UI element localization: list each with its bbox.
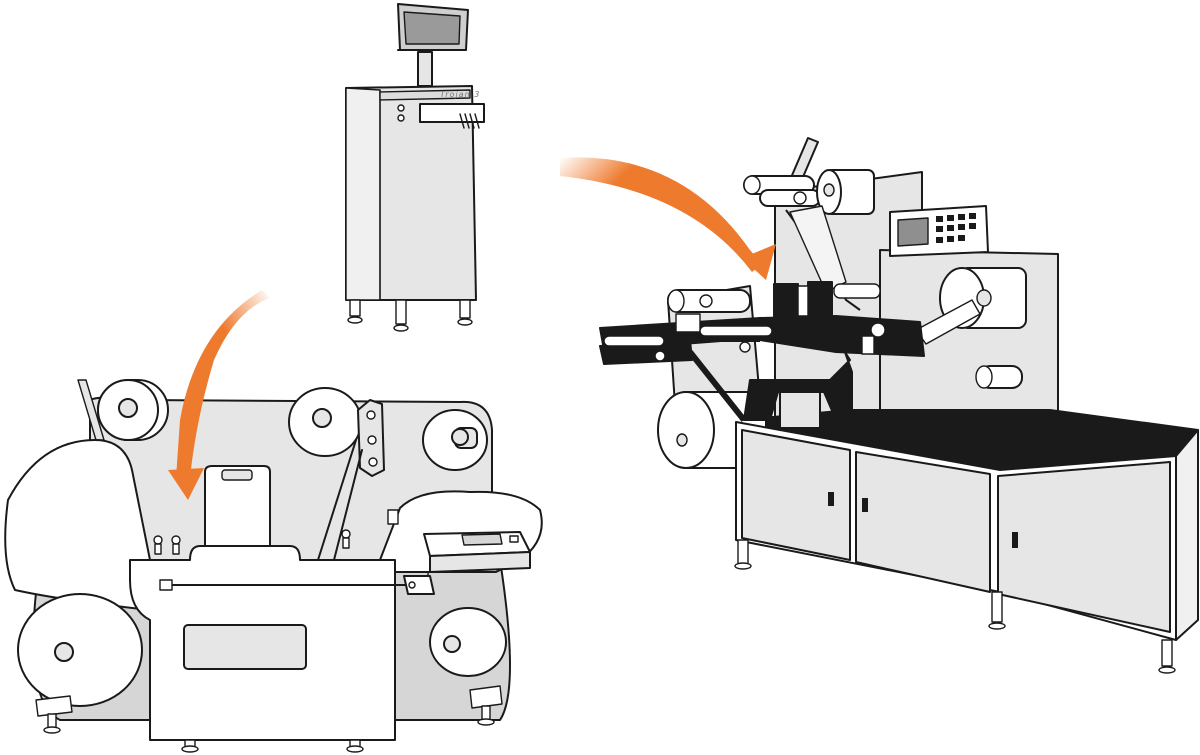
controller-cabinet: Trojan 3 [345, 3, 485, 332]
central-upright-plate [204, 465, 271, 561]
roll-lower-right [429, 607, 507, 677]
top-right-roll [816, 169, 875, 215]
monitor [397, 3, 469, 51]
roll-top-middle [288, 387, 362, 457]
curved-arrow-down-left-icon [168, 290, 270, 500]
right-machine [599, 137, 1199, 674]
top-roller-arm [743, 137, 821, 207]
roll-top-right [422, 409, 488, 471]
right-base-cabinet [735, 421, 1199, 641]
right-lower-spindle [975, 365, 1023, 389]
cabinet-drawer [419, 103, 485, 123]
cabinet-door-1 [741, 429, 851, 561]
curved-arrow-down-right-icon [560, 157, 776, 280]
valve-fittings [153, 529, 351, 555]
monitor-post [417, 51, 433, 87]
left-machine-feet [35, 685, 503, 753]
left-cover-panel [4, 439, 151, 611]
roll-lower-left [17, 593, 143, 707]
brand-label: Trojan 3 [440, 90, 480, 99]
left-machine [4, 379, 543, 753]
roll-top-left [97, 379, 169, 441]
dark-gantry [599, 281, 925, 429]
front-base-box [129, 545, 435, 741]
cabinet-door-2 [855, 451, 991, 593]
right-machine-feet [734, 539, 1176, 674]
control-box [423, 531, 531, 585]
right-control-panel [889, 205, 989, 257]
linkage-arm [317, 399, 385, 561]
cabinet-door-3 [997, 461, 1171, 633]
front-window [183, 624, 307, 670]
